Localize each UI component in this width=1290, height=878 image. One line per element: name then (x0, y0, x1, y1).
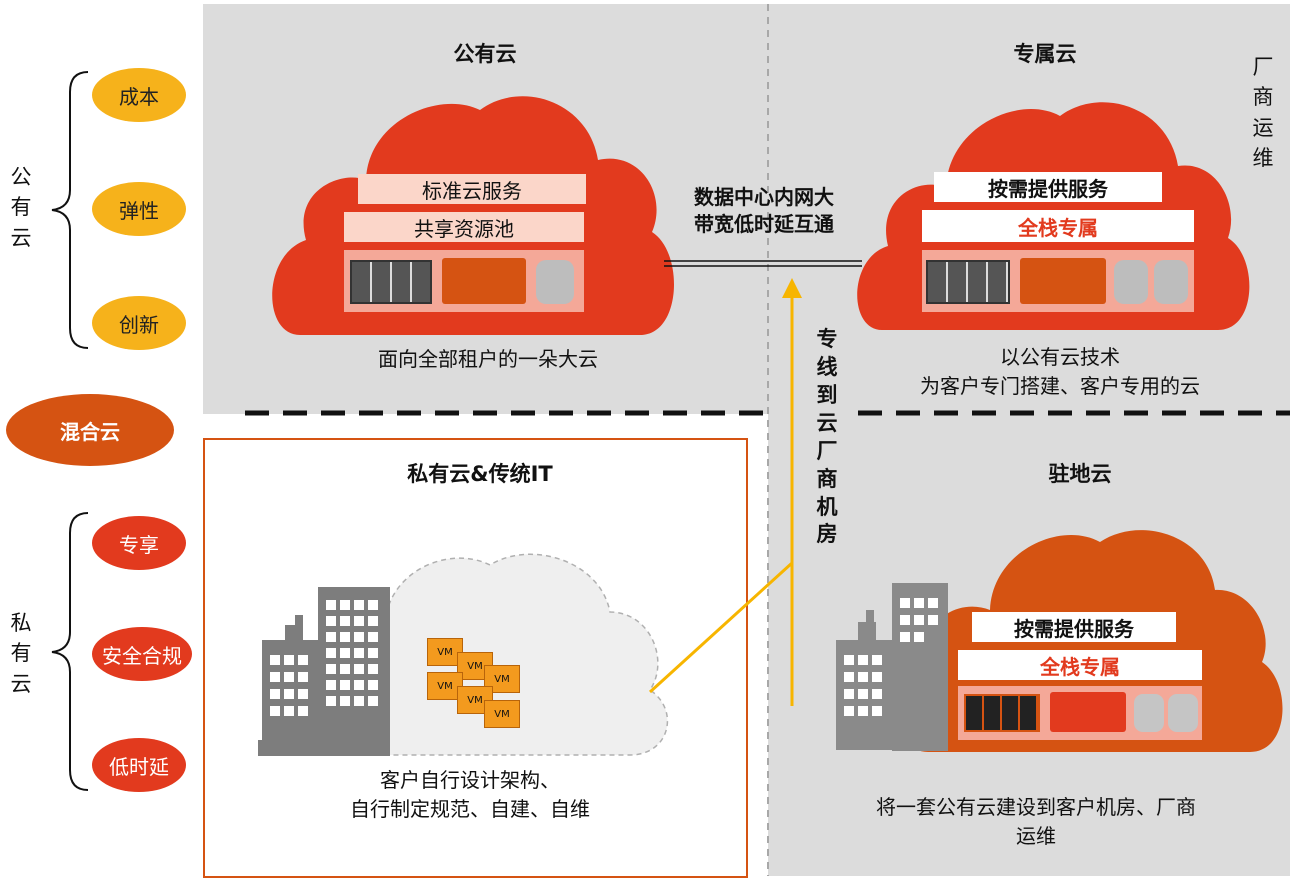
dedicated-line-arrowhead (782, 278, 802, 298)
cost-badge: 成本 (92, 68, 186, 122)
onsite-server-panel (958, 686, 1202, 740)
dedicated-line-diagonal (648, 561, 794, 694)
onsite-cloud-caption: 将一套公有云建设到客户机房、厂商 运维 (876, 795, 1196, 848)
hybrid-cloud-badge: 混合云 (6, 394, 174, 466)
public-cloud-side-label: 公 有 云 (10, 165, 32, 250)
onsite-full-stack-band: 全栈专属 (958, 650, 1202, 680)
storage-icon (1154, 260, 1188, 304)
public-cloud-caption: 面向全部租户的一朵大云 (378, 347, 598, 371)
innovation-badge: 创新 (92, 296, 186, 350)
rack-icon (926, 260, 1010, 304)
rack-icon (964, 694, 1040, 732)
private-brace (51, 512, 89, 791)
full-stack-band: 全栈专属 (922, 210, 1194, 242)
dedicated-line-label: 专 线 到 云 厂 商 机 房 (816, 327, 838, 547)
dedicated-cloud-caption: 以公有云技术 为客户专门搭建、客户专用的云 (920, 345, 1200, 398)
standard-service-band: 标准云服务 (358, 174, 586, 204)
vendor-ops-label: 厂 商 运 维 (1252, 55, 1274, 171)
public-cloud-title: 公有云 (453, 42, 517, 66)
elasticity-badge: 弹性 (92, 182, 186, 236)
security-compliance-badge: 安全合规 (92, 627, 192, 681)
low-latency-badge: 低时延 (92, 738, 186, 792)
public-server-panel (344, 250, 584, 312)
storage-icon (1114, 260, 1148, 304)
storage-icon (536, 260, 574, 304)
on-demand-band: 按需提供服务 (934, 172, 1162, 202)
shared-pool-band: 共享资源池 (344, 212, 584, 242)
onsite-building-windows (844, 598, 938, 716)
storage-icon (1168, 694, 1198, 732)
dedicated-cloud-title: 专属云 (1013, 42, 1077, 66)
rack-icon (350, 260, 432, 304)
switch-icon (442, 258, 526, 304)
private-it-title: 私有云&传统IT (407, 462, 553, 486)
vm-box: VM (484, 700, 520, 728)
vm-box: VM (484, 665, 520, 693)
exclusive-badge: 专享 (92, 516, 186, 570)
switch-icon (1020, 258, 1106, 304)
dedicated-server-panel (922, 250, 1194, 312)
public-brace (51, 71, 89, 349)
private-it-caption: 客户自行设计架构、 自行制定规范、自建、自维 (350, 768, 590, 821)
switch-icon (1050, 692, 1126, 732)
private-cloud-side-label: 私 有 云 (10, 611, 32, 696)
onsite-on-demand-band: 按需提供服务 (972, 612, 1176, 642)
onsite-buildings (836, 583, 948, 751)
interconnect-label: 数据中心内网大 带宽低时延互通 (694, 185, 834, 236)
private-building-windows (270, 600, 378, 716)
onsite-cloud-title: 驻地云 (1048, 462, 1112, 486)
storage-icon (1134, 694, 1164, 732)
